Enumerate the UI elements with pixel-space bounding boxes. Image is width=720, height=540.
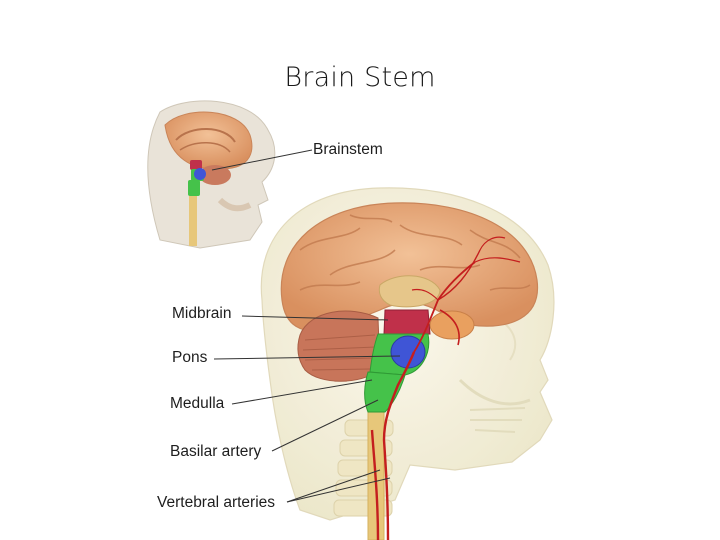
brainstem-label: Brainstem: [313, 141, 383, 158]
pons-label: Pons: [172, 349, 208, 366]
inset-head: [147, 100, 276, 249]
slide-title: Brain Stem: [284, 62, 436, 93]
eye-structure: [429, 310, 475, 340]
vertebral-arteries-label: Vertebral arteries: [157, 494, 276, 511]
cerebrum: [280, 202, 539, 332]
basilar-artery-label: Basilar artery: [170, 443, 262, 460]
cerebellum: [297, 310, 381, 382]
thalamus: [378, 275, 441, 308]
leader-lines: [211, 149, 401, 503]
medulla-label: Medulla: [170, 395, 225, 412]
midbrain-label: Midbrain: [172, 305, 232, 322]
midbrain-region: [383, 309, 431, 335]
arteries: [370, 236, 521, 540]
